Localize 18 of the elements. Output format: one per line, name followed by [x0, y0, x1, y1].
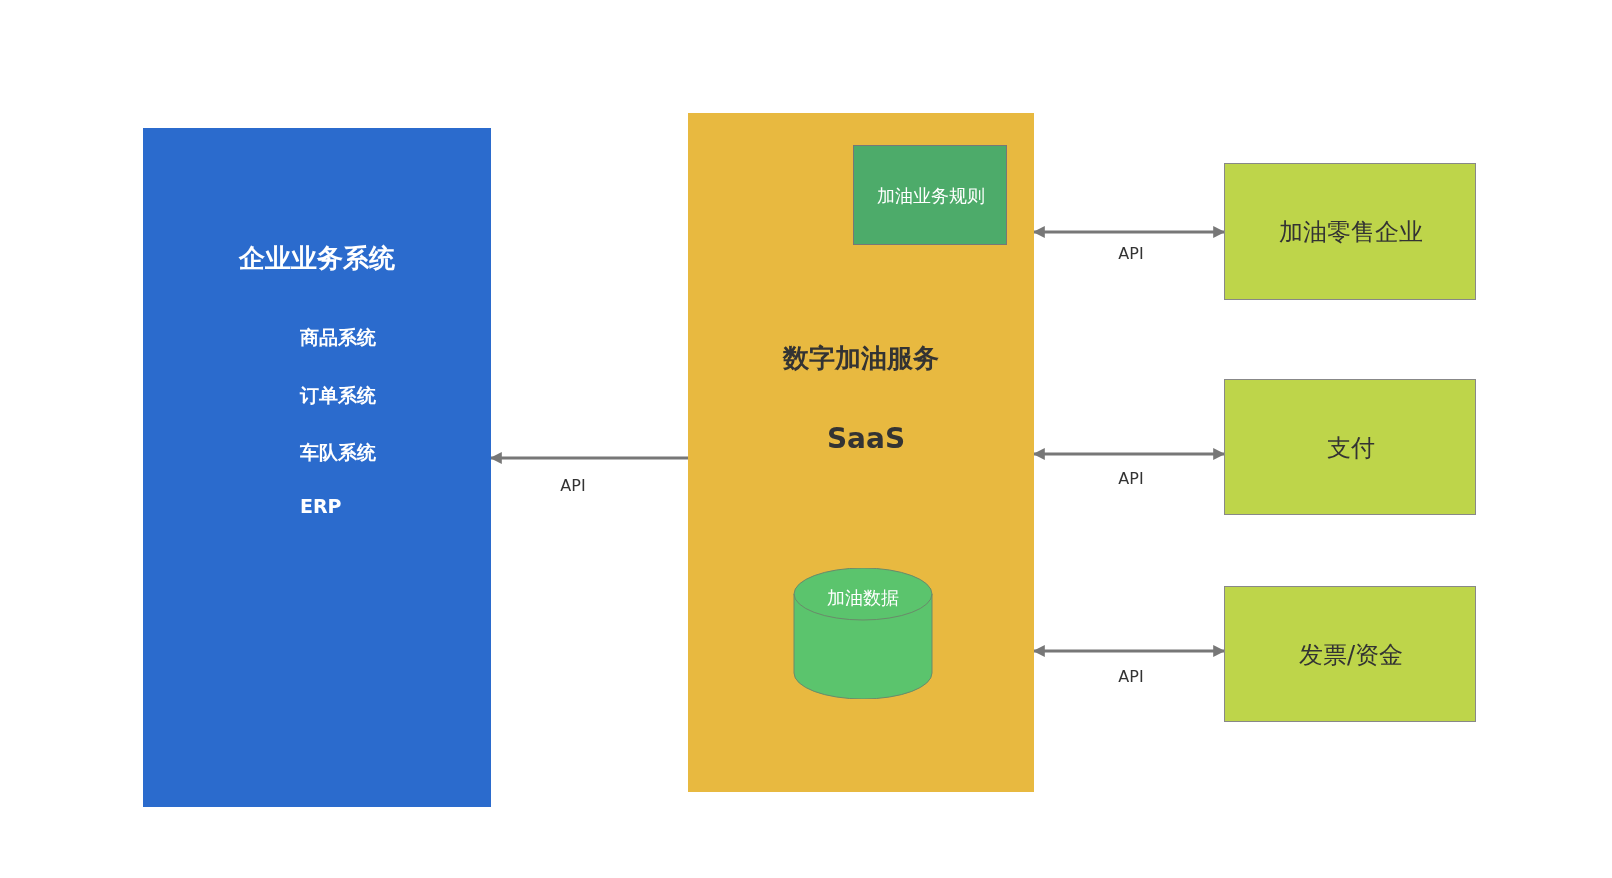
database-cylinder — [793, 568, 933, 699]
label-text: 订单系统 — [300, 383, 376, 408]
partner-box — [1224, 163, 1476, 300]
label-text: 加油零售企业 — [1279, 217, 1423, 248]
label-text: 发票/资金 — [1298, 640, 1404, 671]
label-text: 加油数据 — [827, 586, 899, 610]
partner-box — [1224, 586, 1476, 722]
service-panel — [688, 113, 1034, 792]
label-text: 商品系统 — [300, 325, 376, 350]
label-text: 加油业务规则 — [877, 184, 985, 208]
label-text: 车队系统 — [300, 440, 376, 465]
label-text: SaaS — [826, 421, 906, 455]
panel-title: 企业业务系统 — [239, 241, 395, 275]
system-panel — [143, 128, 491, 807]
label-text: ERP — [300, 495, 342, 517]
panel-title: 数字加油服务 — [783, 341, 939, 375]
partner-box — [1224, 379, 1476, 515]
label-text: 支付 — [1327, 433, 1375, 464]
